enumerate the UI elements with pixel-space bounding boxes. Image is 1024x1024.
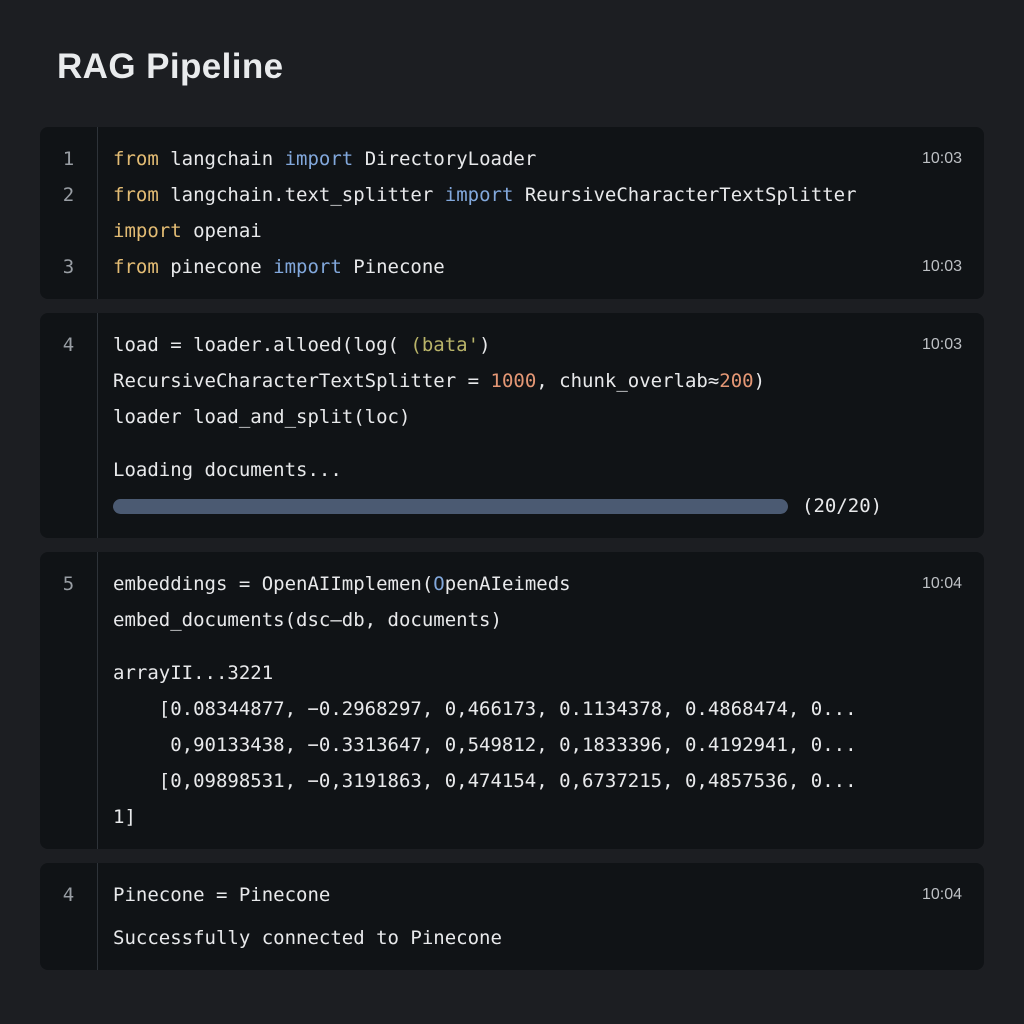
line-number: 5	[62, 573, 75, 595]
line-number: 4	[62, 884, 75, 906]
code-segment: from	[113, 148, 159, 170]
code-segment: Loading documents...	[113, 459, 342, 481]
row-spacer	[40, 435, 984, 452]
page: RAG Pipeline 1 from langchain import Dire…	[40, 47, 984, 970]
code-segment: Pinecone = Pinecone	[113, 884, 331, 906]
progress-fill	[113, 498, 788, 514]
code-line: embed_documents(dsc–db, documents)	[97, 609, 924, 631]
code-segment: import	[444, 184, 514, 206]
code-segment: )	[753, 370, 766, 392]
code-segment: 200	[719, 370, 754, 392]
line-number: 1	[62, 148, 75, 170]
code-segment: embed_documents(dsc–db, documents)	[113, 609, 502, 631]
cell-row: 1]	[40, 799, 984, 835]
cell-row: 5 embeddings = OpenAIImplemen(OpenAIeimed…	[40, 566, 984, 602]
code-segment: pinecone	[158, 256, 274, 278]
code-segment: , chunk_overlab≈	[536, 370, 720, 392]
code-segment: penAIeimeds	[444, 573, 571, 595]
cell-timestamp: 10:03	[921, 336, 962, 353]
cell-row: 0,90133438, −0.3313647, 0,549812, 0,1833…	[40, 727, 984, 763]
code-line: arrayII...3221	[97, 662, 924, 684]
code-line: Loading documents...	[97, 459, 924, 481]
cell-row: [0,09898531, −0,3191863, 0,474154, 0,673…	[40, 763, 984, 799]
progress-row: (20/20)	[97, 495, 924, 517]
cell-row: Successfully connected to Pinecone	[40, 920, 984, 956]
code-segment: DirectoryLoader	[353, 148, 537, 170]
code-segment: from	[113, 256, 159, 278]
cell-timestamp: 10:03	[921, 258, 962, 275]
code-segment: openai	[181, 220, 262, 242]
code-line: load = loader.alloed(log( (bata')	[97, 334, 922, 356]
cell-row: RecursiveCharacterTextSplitter = 1000, c…	[40, 363, 984, 399]
code-segment: RecursiveCharacterTextSplitter =	[113, 370, 491, 392]
cell-row: embed_documents(dsc–db, documents)	[40, 602, 984, 638]
line-number: 4	[62, 334, 75, 356]
cell-row: import openai	[40, 213, 984, 249]
code-segment: from	[113, 184, 159, 206]
cell-row: 4 Pinecone = Pinecone 10:04	[40, 877, 984, 913]
line-number: 2	[62, 184, 75, 206]
code-segment: Successfully connected to Pinecone	[113, 927, 502, 949]
code-segment: 1]	[113, 806, 136, 828]
code-segment: langchain.text_splitter	[158, 184, 445, 206]
code-segment: import	[284, 148, 354, 170]
code-line: from langchain.text_splitter import Reur…	[97, 184, 924, 206]
code-line: [0.08344877, −0.2968297, 0,466173, 0.113…	[97, 698, 924, 720]
code-segment: [0.08344877, −0.2968297, 0,466173, 0.113…	[113, 698, 857, 720]
code-line: [0,09898531, −0,3191863, 0,474154, 0,673…	[97, 770, 924, 792]
code-line: RecursiveCharacterTextSplitter = 1000, c…	[97, 370, 924, 392]
code-segment: ReursiveCharacterTextSplitter	[513, 184, 857, 206]
page-title: RAG Pipeline	[57, 47, 284, 86]
cell-timestamp: 10:04	[921, 886, 962, 903]
progress-label: (20/20)	[802, 495, 883, 517]
cell-row: 2 from langchain.text_splitter import Reu…	[40, 177, 984, 213]
code-segment: 1000	[490, 370, 537, 392]
cell-timestamp: 10:04	[921, 575, 962, 592]
code-segment: load = loader.alloed(log(	[113, 334, 411, 356]
code-segment: loader load_and_split(loc)	[113, 406, 411, 428]
code-segment: embeddings = OpenAIImplemen(	[113, 573, 434, 595]
code-line: 0,90133438, −0.3313647, 0,549812, 0,1833…	[97, 734, 924, 756]
code-segment: [0,09898531, −0,3191863, 0,474154, 0,673…	[113, 770, 857, 792]
code-segment: arrayII...3221	[113, 662, 274, 684]
code-segment: Pinecone	[341, 256, 445, 278]
code-segment: (bata'	[410, 334, 480, 356]
cell-row: [0.08344877, −0.2968297, 0,466173, 0.113…	[40, 691, 984, 727]
code-segment: import	[273, 256, 342, 278]
progress-bar	[113, 498, 788, 514]
code-segment: 0,90133438, −0.3313647, 0,549812, 0,1833…	[113, 734, 857, 756]
cell-row: loader load_and_split(loc)	[40, 399, 984, 435]
code-line: embeddings = OpenAIImplemen(OpenAIeimeds	[97, 573, 922, 595]
line-number: 3	[62, 256, 75, 278]
code-line: 1]	[97, 806, 924, 828]
code-segment: langchain	[158, 148, 285, 170]
cell-row: arrayII...3221	[40, 655, 984, 691]
code-line: loader load_and_split(loc)	[97, 406, 924, 428]
code-line: from pinecone import Pinecone	[97, 256, 922, 278]
cell-timestamp: 10:03	[921, 150, 962, 167]
code-line: Successfully connected to Pinecone	[97, 927, 924, 949]
code-segment: )	[479, 334, 491, 356]
code-segment: O	[433, 573, 445, 595]
code-line: from langchain import DirectoryLoader	[97, 148, 922, 170]
row-spacer	[40, 913, 984, 920]
cell-row: (20/20)	[40, 488, 984, 524]
code-segment: import	[113, 220, 182, 242]
code-line: Pinecone = Pinecone	[97, 884, 922, 906]
row-spacer	[40, 638, 984, 655]
code-line: import openai	[97, 220, 924, 242]
code-cell: 5 embeddings = OpenAIImplemen(OpenAIeimed…	[40, 552, 984, 849]
cell-row: Loading documents...	[40, 452, 984, 488]
